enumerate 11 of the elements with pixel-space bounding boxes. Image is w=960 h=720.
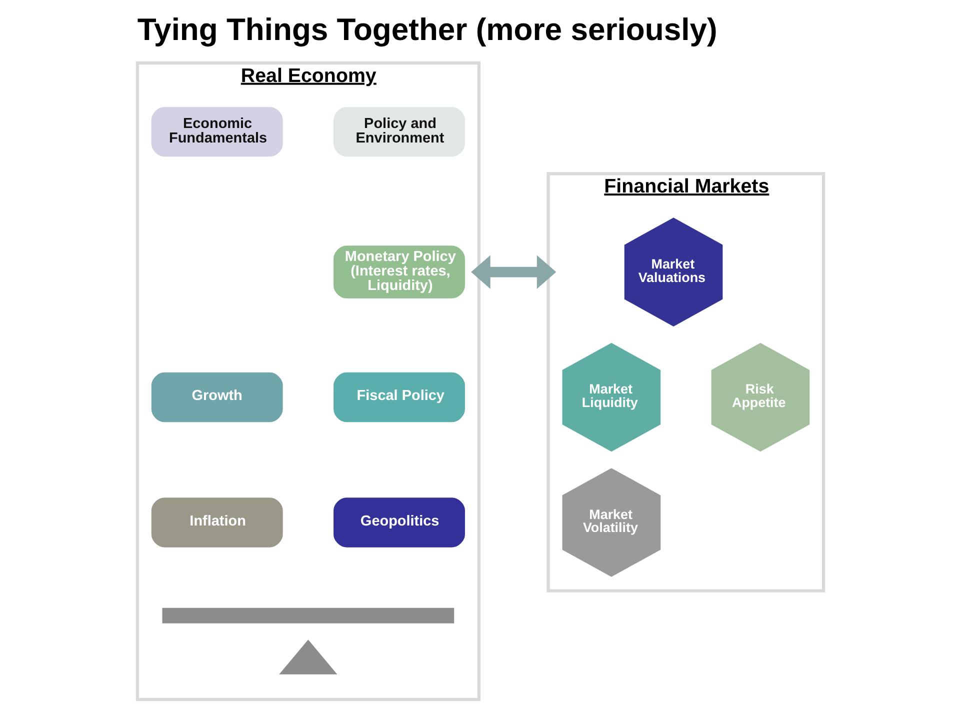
node-box: Monetary Policy (Interest rates, Liquidity) [333,246,464,298]
node-bar [162,608,454,624]
node-box: Inflation [150,498,282,548]
arrow [470,255,556,289]
node-triangle [278,640,337,674]
node-box: Fiscal Policy [333,372,464,422]
node-box: Growth [150,372,282,422]
diagram-title: Tying Things Together (more seriously) [136,12,717,48]
node-box: Geopolitics [333,498,464,548]
node-box: Policy and Environment [333,106,464,157]
node-box: Economic Fundamentals [150,106,282,157]
